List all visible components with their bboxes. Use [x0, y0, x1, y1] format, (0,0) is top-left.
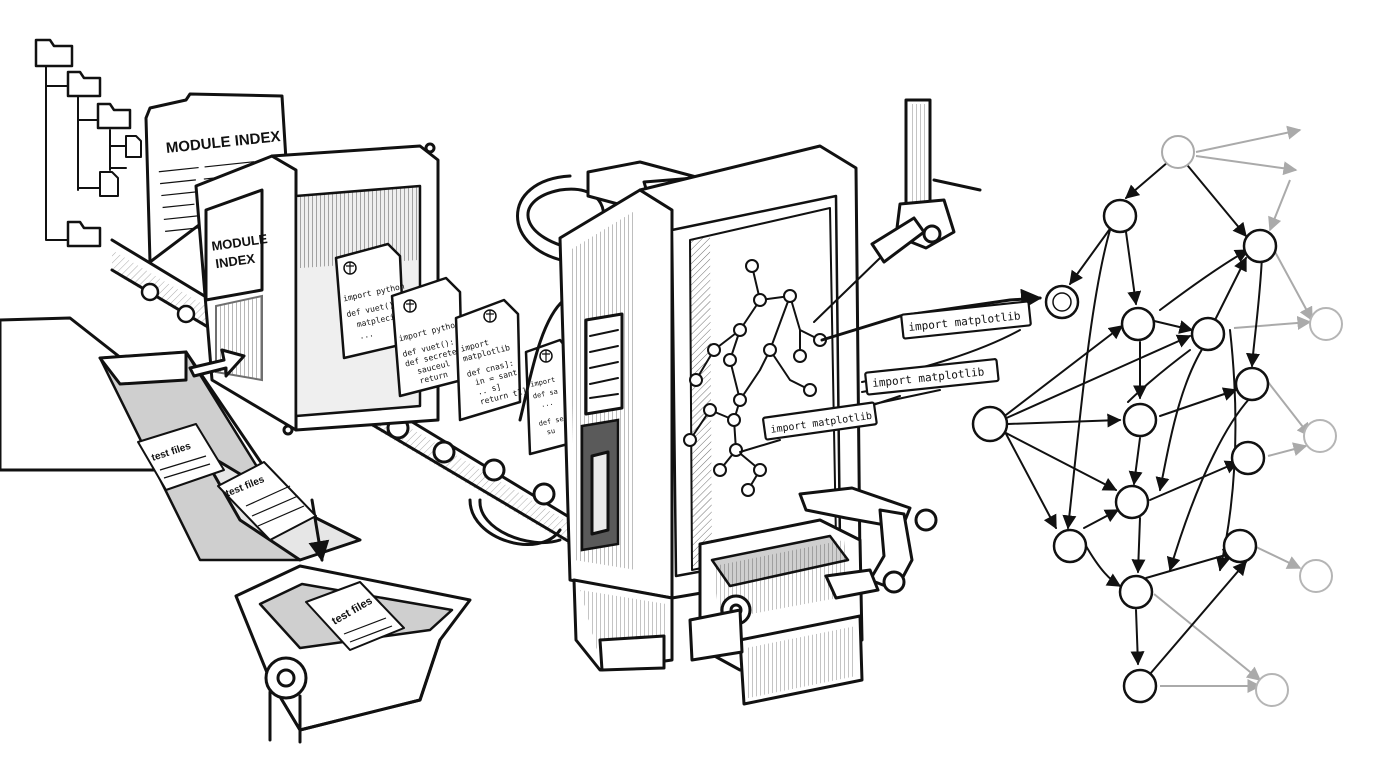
import-label-2: import matplotlib	[861, 329, 1021, 405]
python-logo-icon	[483, 309, 497, 323]
folder-icon	[34, 38, 74, 68]
graph-node	[1052, 528, 1088, 564]
graph-node	[971, 405, 1009, 443]
graph-node	[1122, 402, 1158, 438]
test-file-card-1: test files	[137, 423, 225, 491]
output-bin: test files	[234, 564, 472, 744]
graph-node-faded	[1255, 673, 1289, 707]
graph-node	[1120, 306, 1156, 342]
graph-node-faded	[1309, 307, 1343, 341]
graph-node-ring	[1052, 292, 1072, 312]
analyzer-machine	[468, 144, 938, 706]
inlet-arrow-icon	[188, 348, 246, 378]
test-file-card-2: test files	[217, 461, 317, 541]
graph-node	[1102, 198, 1138, 234]
robot-arm-top	[813, 98, 982, 323]
file-tree	[34, 38, 142, 248]
python-logo-icon	[539, 349, 553, 363]
code-card-4: import def sa ... def se su	[524, 338, 570, 456]
graph-node	[1242, 228, 1278, 264]
folder-icon	[66, 70, 102, 98]
dependency-graph	[971, 125, 1343, 707]
graph-node	[1114, 484, 1150, 520]
dependency-tree-display	[683, 259, 827, 497]
graph-node	[1230, 440, 1266, 476]
graph-node	[1044, 284, 1080, 320]
graph-node	[1118, 574, 1154, 610]
graph-node-faded	[1303, 419, 1337, 453]
graph-node	[1161, 135, 1195, 169]
svg-text:import matplotlib: import matplotlib def cnas]: in = sant .…	[460, 332, 528, 408]
file-icon	[99, 171, 119, 197]
code-card-2: import python def vuet(): def secrete sa…	[390, 276, 464, 398]
test-file-card-3: test files	[305, 581, 405, 651]
file-icon	[125, 135, 142, 158]
folder-icon	[66, 220, 102, 248]
machine-label-line2: INDEX	[214, 251, 256, 271]
down-arrow-icon	[308, 498, 330, 563]
python-logo-icon	[403, 299, 417, 313]
graph-node	[1122, 668, 1158, 704]
code-card-3: import matplotlib def cnas]: in = sant .…	[454, 298, 528, 422]
graph-node	[1222, 528, 1258, 564]
graph-node	[1234, 366, 1270, 402]
graph-node	[1190, 316, 1226, 352]
graph-node-faded	[1299, 559, 1333, 593]
folder-icon	[96, 102, 132, 130]
python-logo-icon	[343, 261, 357, 275]
